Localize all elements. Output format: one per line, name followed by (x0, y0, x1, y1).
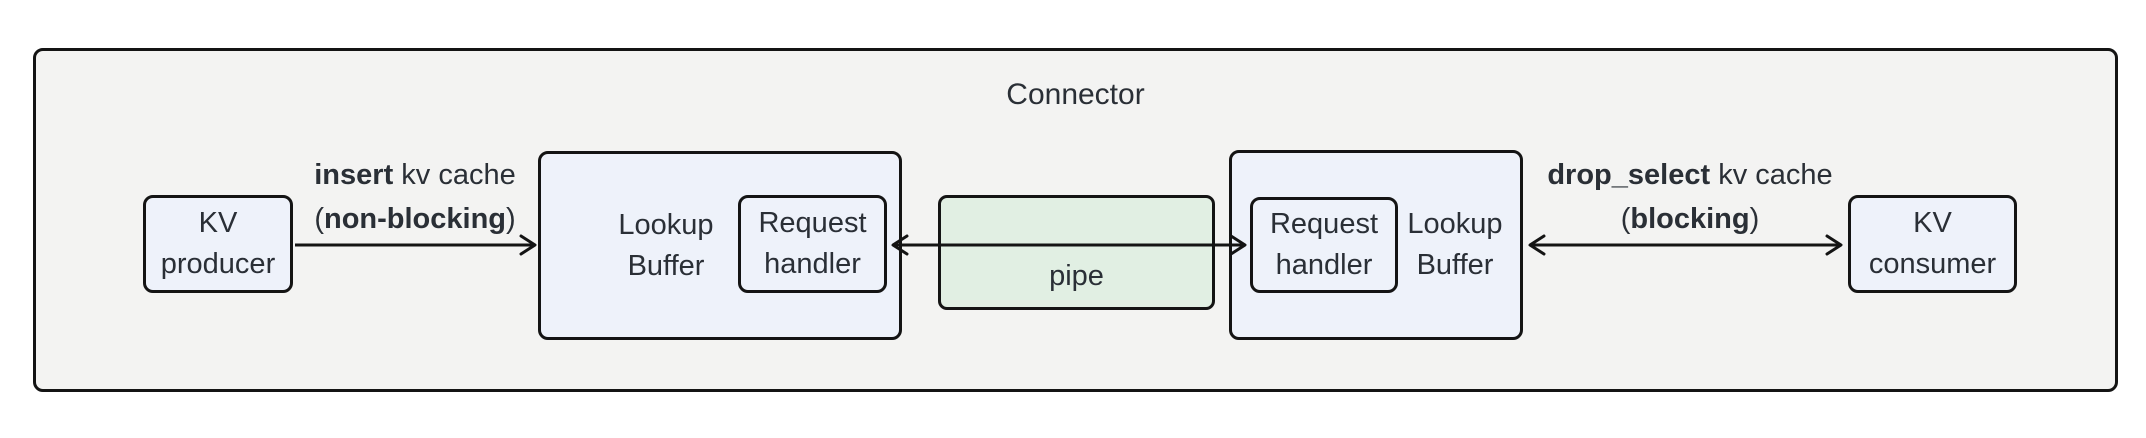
insert-edge-label-line1: insert kv cache (255, 153, 575, 197)
insert-close-paren: ) (506, 203, 516, 235)
drop-select-mode: blocking (1630, 203, 1750, 235)
drop-select-close-paren: ) (1749, 203, 1760, 235)
drop-select-verb: drop_select (1547, 159, 1711, 191)
insert-edge-label-line2: (non-blocking) (255, 197, 575, 241)
request-handler-right-label-line1: Request (1269, 208, 1378, 240)
drop-select-edge-label-line1: drop_select kv cache (1505, 153, 1875, 197)
insert-suffix: kv cache (393, 159, 516, 191)
insert-edge-label: insert kv cache (non-blocking) (255, 153, 575, 241)
request-handler-right-node: Request handler (1250, 197, 1398, 293)
kv-producer-label-line2: producer (160, 248, 276, 280)
pipe-label: pipe (1049, 260, 1104, 292)
kv-producer-node: KV producer (143, 195, 293, 293)
kv-consumer-label-line2: consumer (1868, 248, 1997, 280)
pipe-node: pipe (938, 195, 1215, 310)
insert-open-paren: ( (314, 203, 324, 235)
insert-mode: non-blocking (323, 203, 507, 235)
request-handler-right-label-line2: handler (1275, 249, 1373, 281)
lookup-buffer-right-label: Lookup Buffer (1390, 153, 1520, 337)
kv-producer-label-line1: KV (198, 207, 238, 239)
drop-select-suffix: kv cache (1710, 159, 1833, 191)
drop-select-edge-label: drop_select kv cache (blocking) (1505, 153, 1875, 241)
lookup-buffer-left-label: Lookup Buffer (566, 154, 766, 337)
request-handler-left-label-line1: Request (758, 207, 867, 239)
drop-select-edge-label-line2: (blocking) (1505, 197, 1875, 241)
lookup-buffer-right-label-line2: Buffer (1416, 249, 1494, 281)
drop-select-open-paren: ( (1620, 203, 1631, 235)
lookup-buffer-left-node: Lookup Buffer (538, 151, 902, 340)
lookup-buffer-left-label-line2: Buffer (627, 249, 705, 282)
insert-verb: insert (314, 159, 394, 191)
request-handler-left-label-line2: handler (764, 248, 861, 280)
lookup-buffer-right-label-line1: Lookup (1407, 208, 1503, 240)
kv-consumer-label-line1: KV (1913, 207, 1952, 239)
lookup-buffer-left-label-line1: Lookup (618, 208, 714, 241)
request-handler-left-node: Request handler (738, 195, 887, 293)
kv-consumer-node: KV consumer (1848, 195, 2017, 293)
connector-title: Connector (1006, 78, 1145, 111)
